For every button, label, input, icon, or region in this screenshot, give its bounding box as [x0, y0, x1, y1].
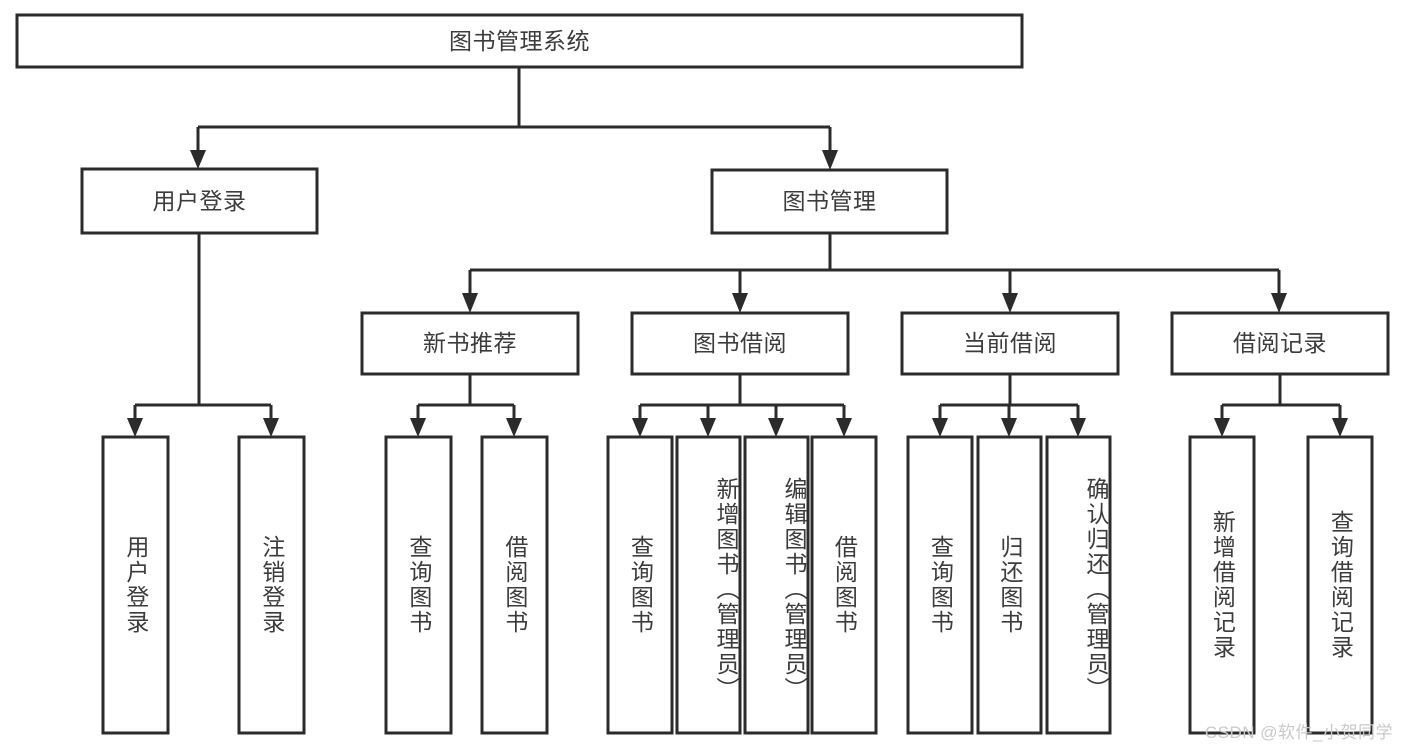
- connector-borrow-record-to-leaves: [1214, 374, 1348, 437]
- arrow-head-current-borrow: [1002, 293, 1018, 313]
- node-box-leaf-cb-confirm-return[interactable]: [1045, 435, 1112, 735]
- node-box-leaf-bb-add-book[interactable]: [675, 435, 742, 735]
- arrow-head-cb-return: [1001, 418, 1017, 437]
- arrow-head-br-query: [1332, 418, 1348, 437]
- arrow-head-user-login: [190, 150, 206, 169]
- node-box-leaf-nb-borrow-book[interactable]: [480, 435, 549, 735]
- node-box-user-login[interactable]: [80, 167, 319, 235]
- arrow-head-cb-confirm: [1070, 418, 1086, 437]
- node-box-new-book-recommend[interactable]: [360, 311, 580, 376]
- node-box-current-borrow[interactable]: [900, 311, 1120, 376]
- arrow-head-book-borrow: [732, 293, 748, 313]
- connector-root-to-level2: [190, 67, 838, 170]
- arrow-head-bb-add: [700, 418, 716, 437]
- arrow-head-br-add: [1214, 418, 1230, 437]
- connector-current-borrow-to-leaves: [932, 374, 1086, 437]
- node-box-leaf-bb-query-book[interactable]: [606, 435, 674, 735]
- node-box-leaf-br-query-record[interactable]: [1306, 435, 1374, 735]
- node-box-borrow-record[interactable]: [1170, 311, 1390, 376]
- arrow-head-nb-query: [410, 418, 426, 437]
- arrow-head-book-mgmt: [822, 150, 838, 170]
- node-box-leaf-nb-query-book[interactable]: [384, 435, 453, 735]
- arrow-head-bb-borrow: [836, 418, 852, 437]
- node-box-leaf-br-add-record[interactable]: [1188, 435, 1256, 735]
- arrow-head-new-book: [462, 293, 478, 313]
- node-box-book-borrow[interactable]: [630, 311, 850, 376]
- connector-book-mgmt-to-level3: [462, 233, 1287, 313]
- arrow-head-cb-query: [932, 418, 948, 437]
- watermark-text: CSDN @软件_小贺同学: [1204, 723, 1393, 742]
- node-box-book-management[interactable]: [710, 168, 949, 235]
- arrow-head-nb-borrow: [506, 418, 522, 437]
- node-box-leaf-bb-borrow-book[interactable]: [810, 435, 878, 735]
- node-box-leaf-user-login[interactable]: [101, 435, 170, 735]
- node-box-root[interactable]: [15, 13, 1024, 69]
- arrow-head-borrow-record: [1271, 293, 1287, 313]
- arrow-head-bb-edit: [768, 418, 784, 437]
- node-box-leaf-cb-return-book[interactable]: [976, 435, 1043, 735]
- connector-book-borrow-to-leaves: [632, 374, 852, 437]
- arrow-head-leaf-logout: [263, 418, 279, 437]
- node-box-leaf-logout[interactable]: [237, 435, 306, 735]
- connector-user-login-to-leaves: [127, 233, 279, 437]
- node-box-leaf-bb-edit-book[interactable]: [743, 435, 810, 735]
- node-box-leaf-cb-query-book[interactable]: [906, 435, 974, 735]
- arrow-head-leaf-user-login: [127, 418, 143, 437]
- connector-new-book-to-leaves: [410, 374, 522, 437]
- arrow-head-bb-query: [632, 418, 648, 437]
